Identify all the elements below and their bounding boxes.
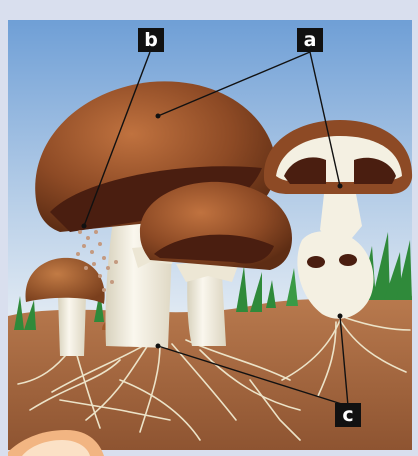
label-b: b: [138, 28, 164, 52]
label-c: c: [335, 403, 361, 427]
label-a: a: [297, 28, 323, 52]
